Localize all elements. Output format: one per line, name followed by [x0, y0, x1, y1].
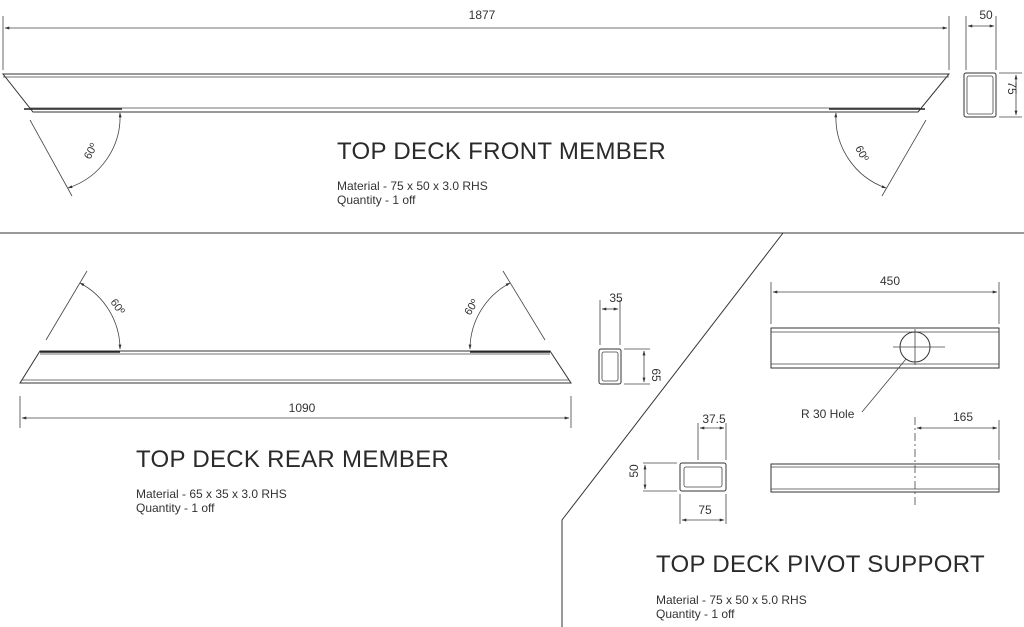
rear-angle-left-label: 60º [108, 297, 127, 317]
rear-section-width-label: 35 [609, 291, 623, 305]
front-member-body [1, 73, 951, 113]
front-member-material: Material - 75 x 50 x 3.0 RHS [337, 179, 488, 193]
pivot-length-label: 450 [880, 274, 900, 288]
rear-angle-arc-right [468, 282, 511, 350]
pivot-offset-label: 165 [953, 410, 973, 424]
front-section-width-label: 50 [979, 8, 993, 22]
pivot-section-outer [679, 462, 727, 492]
front-section-inner [966, 75, 994, 115]
rear-member-quantity: Quantity - 1 off [136, 501, 215, 515]
rear-member-body [19, 350, 572, 384]
pivot-hole-label: R 30 Hole [801, 407, 855, 421]
front-section-height-label: 75 [1005, 81, 1019, 95]
pivot-section-bottom-label: 75 [698, 503, 712, 517]
pivot-support-group: 450 R 30 Hole 165 37.5 50 75 TOP [627, 274, 1000, 621]
pivot-support-quantity: Quantity - 1 off [656, 607, 735, 621]
pivot-section-inner [683, 466, 723, 488]
rear-section-height-label: 65 [649, 368, 663, 382]
front-member-quantity: Quantity - 1 off [337, 193, 416, 207]
rear-section-outer [598, 348, 622, 385]
front-angle-right-label: 60º [852, 144, 870, 164]
pivot-side-view [770, 463, 1000, 493]
front-member-group: 1877 60º 60º TOP DECK FRONT MEMBER Mater… [1, 8, 1022, 207]
front-angle-arc-left [67, 112, 122, 189]
pivot-hole-leader [861, 358, 907, 413]
front-angle-left-label: 60º [82, 141, 100, 161]
rear-length-label: 1090 [289, 401, 316, 415]
front-length-label: 1877 [469, 8, 496, 22]
rear-section-inner [601, 351, 619, 382]
pivot-support-material: Material - 75 x 50 x 5.0 RHS [656, 593, 807, 607]
rear-angle-arc-left [79, 282, 122, 350]
rear-member-material: Material - 65 x 35 x 3.0 RHS [136, 487, 287, 501]
pivot-section-top-label: 37.5 [702, 412, 726, 426]
rear-member-group: 60º 60º 1090 TOP DECK REAR MEMBER Materi… [19, 270, 663, 515]
pivot-support-title: TOP DECK PIVOT SUPPORT [656, 551, 985, 578]
front-angle-arc-right [834, 112, 887, 189]
pivot-top-view [770, 327, 1000, 369]
front-member-title: TOP DECK FRONT MEMBER [337, 138, 666, 165]
divider-diagonal [561, 232, 784, 627]
rear-member-title: TOP DECK REAR MEMBER [136, 446, 449, 473]
pivot-section-height-label: 50 [627, 464, 641, 478]
front-section-outer [963, 72, 997, 118]
